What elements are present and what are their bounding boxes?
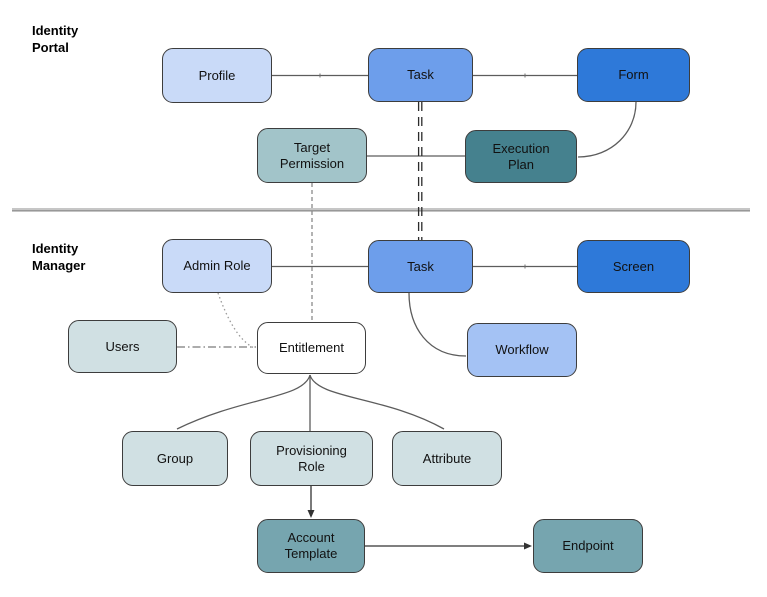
edge-task-workflow bbox=[408, 292, 467, 357]
node-task-manager: Task bbox=[368, 240, 473, 293]
node-provisioning-role: Provisioning Role bbox=[250, 431, 373, 486]
node-screen: Screen bbox=[577, 240, 690, 293]
node-execution-plan: Execution Plan bbox=[465, 130, 577, 183]
node-group: Group bbox=[122, 431, 228, 486]
section-label-identity-portal: Identity Portal bbox=[32, 23, 79, 55]
node-endpoint: Endpoint bbox=[533, 519, 643, 573]
node-account-template: Account Template bbox=[257, 519, 365, 573]
edge-form-executionplan bbox=[577, 101, 637, 158]
edge-entitlement-attribute bbox=[309, 374, 445, 430]
node-profile: Profile bbox=[162, 48, 272, 103]
edge-entitlement-group bbox=[176, 374, 311, 430]
node-admin-role: Admin Role bbox=[162, 239, 272, 293]
section-label-identity-manager: Identity Manager bbox=[32, 241, 86, 273]
node-entitlement: Entitlement bbox=[257, 322, 366, 374]
node-attribute: Attribute bbox=[392, 431, 502, 486]
edge-adminrole-entitlement bbox=[217, 292, 255, 349]
node-users: Users bbox=[68, 320, 177, 373]
node-task-portal: Task bbox=[368, 48, 473, 102]
node-target-permission: Target Permission bbox=[257, 128, 367, 183]
node-form: Form bbox=[577, 48, 690, 102]
node-workflow: Workflow bbox=[467, 323, 577, 377]
